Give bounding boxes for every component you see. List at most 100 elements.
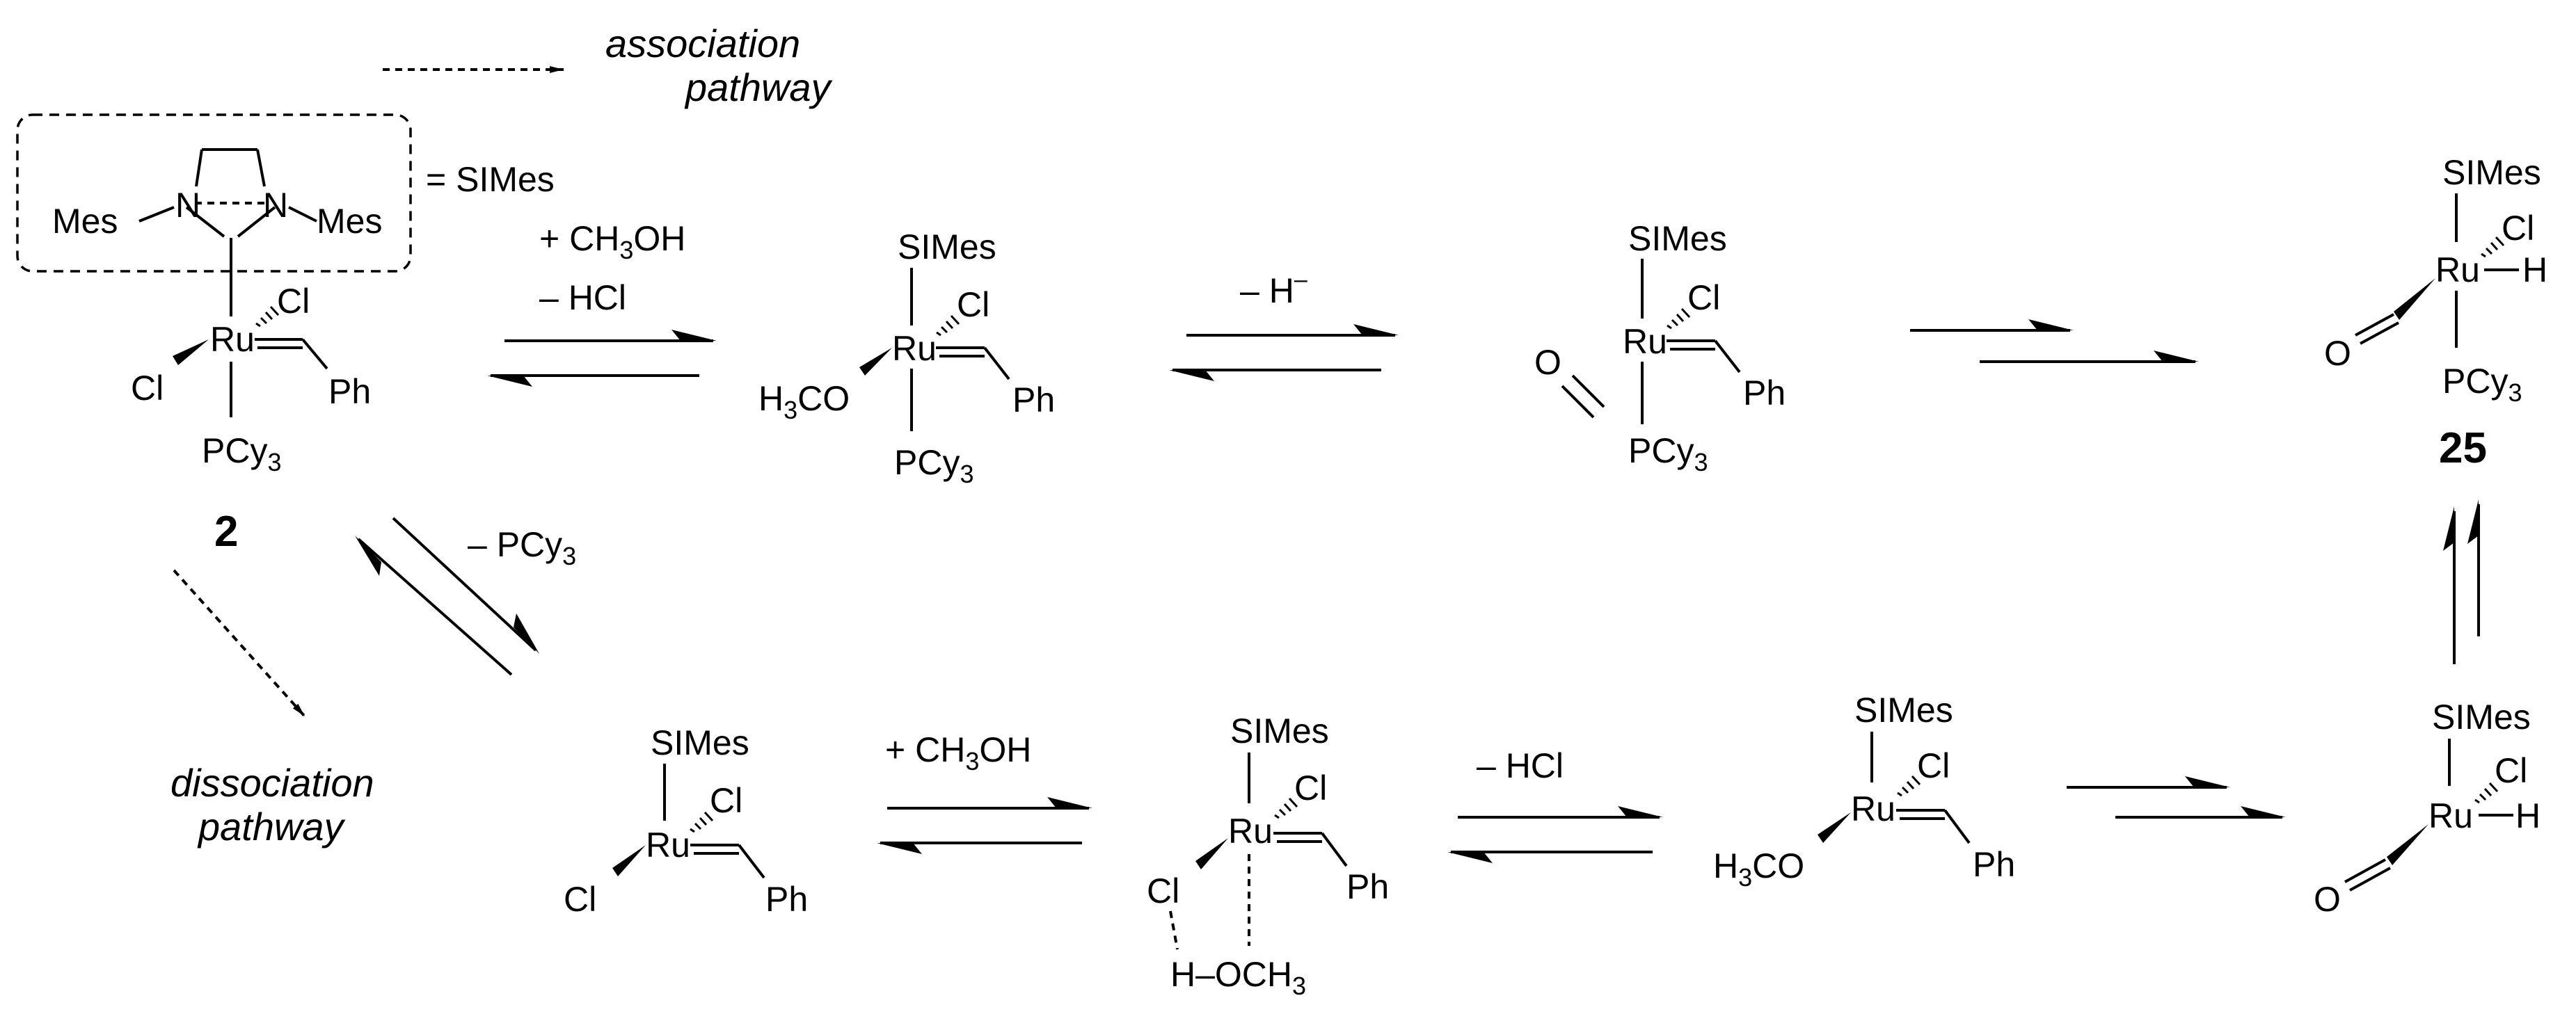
n-mes-bond (288, 206, 317, 223)
arrow-head (2185, 776, 2230, 787)
wedge-bond (173, 339, 209, 365)
simes-label: SIMes (651, 723, 749, 762)
wedge-bond (1195, 838, 1228, 869)
condition-add-meoh: + CH3OH (885, 730, 1031, 775)
condition-add-meoh: + CH3OH (539, 219, 685, 264)
dissociation-label-line2: pathway (197, 805, 346, 849)
cl-atom: Cl (2502, 209, 2534, 248)
arrow-head (1353, 324, 1399, 335)
arrow-head (2467, 499, 2479, 544)
ru-atom: Ru (1623, 322, 1667, 361)
simes-label: SIMes (2432, 698, 2531, 737)
co-bond (1571, 374, 1605, 408)
ru-atom: Ru (892, 329, 937, 368)
co-bond (1561, 385, 1595, 419)
mes-left: Mes (52, 202, 118, 241)
ph-group: Ph (1973, 845, 2015, 884)
co-triple-bond (2355, 313, 2394, 337)
dissociation-label-line1: dissociation (170, 761, 374, 805)
ring-bond (237, 206, 276, 238)
h-ocH3-group: H–OCH3 (1170, 955, 1306, 1000)
wedge-bond (2394, 278, 2435, 320)
co-triple-bond (2349, 867, 2391, 892)
arrow-head (1447, 852, 1493, 863)
ru-atom: Ru (2435, 250, 2480, 289)
hashed-bond (255, 305, 280, 328)
ring-bond (185, 206, 225, 238)
cl-h-dashed-bond (1169, 910, 1179, 950)
simes-label: SIMes (1628, 219, 1727, 258)
compound-2: N N Mes Mes = SIMes Ru Cl Cl Ph PCy3 2 (16, 113, 555, 556)
arrow-head (2028, 319, 2074, 330)
co-triple-bond (2360, 321, 2399, 345)
arrow-head (1169, 370, 1214, 381)
compound-number-2: 2 (214, 508, 238, 556)
cl-atom: Cl (277, 282, 310, 321)
ph-group: Ph (328, 372, 371, 411)
equilibrium-arrow-diagonal: – PCy3 (355, 517, 576, 676)
arrow-head (2443, 506, 2454, 551)
pcy3-group: PCy3 (894, 443, 974, 488)
simes-label: SIMes (1854, 691, 1953, 730)
condition-minus-hcl: – HCl (539, 278, 626, 317)
cl-atom: Cl (1917, 746, 1950, 785)
hashed-bond (936, 314, 960, 337)
intermediate-carbonyl-hydride: SIMes Ru Cl H O (2314, 698, 2541, 919)
co-triple-bond (2344, 858, 2386, 883)
ru-atom: Ru (2428, 796, 2473, 835)
wedge-bond (2387, 824, 2428, 865)
cl-atom: Cl (957, 285, 989, 324)
legend-dissociation: dissociation pathway (170, 569, 374, 849)
hashed-bond (2481, 236, 2505, 258)
cl-atom: Cl (1294, 769, 1327, 807)
arrow-head (514, 613, 539, 654)
wedge-bond (859, 348, 892, 376)
forward-arrow (392, 517, 537, 652)
equilibrium-arrow-3: + CH3OH (877, 730, 1092, 854)
cl-atom: Cl (1147, 871, 1179, 910)
multistep-arrow-bottom (2067, 776, 2286, 819)
compound-25: SIMes Ru Cl H O PCy3 25 (2324, 153, 2547, 472)
simes-definition-box (16, 113, 412, 273)
pcy3-group: PCy3 (202, 431, 282, 476)
ph-group: Ph (1743, 373, 1786, 412)
c-ph-bond (1943, 809, 1971, 844)
cl-atom: Cl (564, 880, 596, 919)
compound-number-25: 25 (2439, 424, 2487, 472)
reverse-arrow (357, 538, 513, 676)
cl-atom: Cl (1687, 278, 1720, 317)
wedge-bond (612, 845, 646, 876)
condition-minus-pcy3: – PCy3 (468, 525, 576, 570)
equilibrium-arrow-1: + CH3OH – HCl (487, 219, 717, 387)
hashed-bond (1897, 775, 1921, 797)
n-atom-left: N (175, 186, 200, 225)
ph-group: Ph (1346, 867, 1389, 906)
cl-atom: Cl (131, 369, 164, 408)
arrow-head (671, 330, 717, 341)
n-mes-bond (138, 206, 175, 223)
hashed-bond (1274, 797, 1298, 819)
intermediate-methanol-adduct: SIMes Ru Cl Cl Ph H–OCH3 (1147, 712, 1389, 1000)
cl-atom: Cl (2495, 751, 2527, 790)
c-ph-bond (983, 346, 1010, 380)
equilibrium-arrow-4: – HCl (1447, 746, 1663, 863)
ring-bond (256, 149, 266, 187)
association-label-line1: association (605, 22, 800, 65)
o-atom: O (1534, 343, 1561, 382)
association-label-line2: pathway (684, 65, 833, 109)
ru-atom: Ru (1851, 789, 1895, 828)
arrow-head (877, 843, 922, 854)
hashed-bond (690, 811, 714, 833)
ru-atom: Ru (646, 826, 690, 865)
hashed-bond (2474, 782, 2499, 804)
mes-right: Mes (317, 202, 382, 241)
pcy3-group: PCy3 (1628, 431, 1708, 476)
dissociation-dashed-arrow (173, 569, 306, 718)
intermediate-14e: SIMes Ru Cl Cl Ph (564, 723, 808, 919)
multistep-arrow-top (1910, 319, 2199, 363)
legend-association: association pathway (383, 22, 833, 109)
hashed-bond (1667, 307, 1691, 330)
intermediate-carbonyl-pcy3: SIMes Ru Cl O Ph PCy3 (1534, 219, 1786, 476)
simes-equals-label: = SIMes (426, 160, 555, 199)
